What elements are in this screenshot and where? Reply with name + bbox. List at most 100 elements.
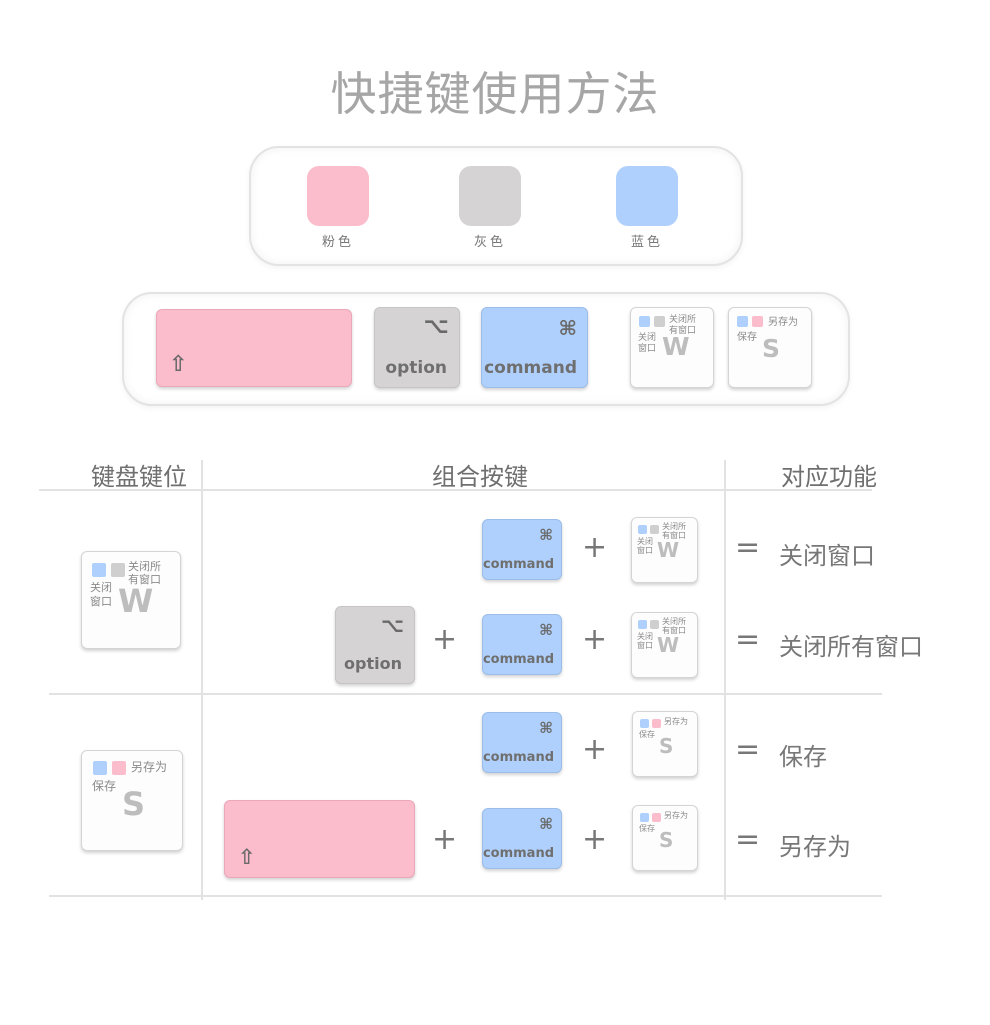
s-key-top-label: 另存为 <box>664 811 688 820</box>
blue-marker-icon <box>638 525 647 534</box>
w-key-letter: W <box>657 538 680 562</box>
w-key-side-label-2: 窗口 <box>637 641 653 650</box>
row2-option-key: ⌥ option <box>335 606 415 684</box>
s-key-top-label: 另存为 <box>131 760 168 774</box>
w-key-side-label: 关闭 <box>637 632 653 641</box>
command-label: command <box>484 358 577 378</box>
header-function: 对应功能 <box>781 463 877 491</box>
command-key: ⌘ command <box>481 307 588 388</box>
column-divider-2 <box>724 460 726 900</box>
w-key-side-label: 关闭 <box>90 581 112 594</box>
w-key-top-label-2: 有窗口 <box>662 626 686 635</box>
row4-command-key: ⌘ command <box>482 808 562 869</box>
shift-icon: ⇧ <box>238 845 256 869</box>
pink-marker-icon <box>112 761 126 775</box>
s-key-letter: S <box>762 334 781 363</box>
command-icon: ⌘ <box>539 621 553 639</box>
swatch-pink <box>307 166 369 226</box>
row1-command-key: ⌘ command <box>482 519 562 580</box>
plus-sign: + <box>582 732 608 767</box>
w-key-top-label: 关闭所 <box>128 560 161 573</box>
blue-marker-icon <box>92 563 106 577</box>
command-label: command <box>482 846 554 861</box>
row2-w-key: 关闭所 有窗口 关闭 窗口 W <box>631 612 698 678</box>
w-key-side-label-2: 窗口 <box>638 344 657 354</box>
w-key-large: 关闭所 有窗口 关闭 窗口 W <box>81 551 181 649</box>
function-close-all-windows: 关闭所有窗口 <box>779 633 923 661</box>
command-icon: ⌘ <box>539 526 553 544</box>
row4-s-key: 另存为 保存 S <box>632 805 698 871</box>
s-key-large: 另存为 保存 S <box>81 750 183 851</box>
pink-marker-icon <box>752 316 763 327</box>
option-key: ⌥ option <box>374 307 460 388</box>
plus-sign: + <box>582 822 608 857</box>
w-key-top-label-2: 有窗口 <box>662 531 686 540</box>
w-key-top-label: 关闭所 <box>662 522 686 531</box>
s-key: 另存为 保存 S <box>728 307 812 388</box>
plus-sign: + <box>432 622 458 657</box>
blue-marker-icon <box>639 316 650 327</box>
row3-command-key: ⌘ command <box>482 712 562 773</box>
plus-sign: + <box>582 622 608 657</box>
swatch-label-gray: 灰色 <box>473 235 506 250</box>
row2-command-key: ⌘ command <box>482 614 562 675</box>
swatch-label-blue: 蓝色 <box>630 235 663 250</box>
blue-marker-icon <box>737 316 748 327</box>
w-key-letter: W <box>662 332 690 361</box>
w-key-top-label-2: 有窗口 <box>128 573 161 586</box>
w-key-letter: W <box>657 633 680 657</box>
swatch-blue <box>616 166 678 226</box>
header-divider <box>39 489 872 491</box>
function-save: 保存 <box>779 743 827 771</box>
s-key-side-label: 保存 <box>92 779 117 793</box>
blue-marker-icon <box>93 761 107 775</box>
column-divider-1 <box>201 460 203 900</box>
command-label: command <box>482 652 554 667</box>
header-combination: 组合按键 <box>432 463 528 491</box>
command-label: command <box>482 557 554 572</box>
equals-sign: = <box>735 622 761 657</box>
blue-marker-icon <box>640 719 649 728</box>
equals-sign: = <box>735 822 761 857</box>
command-icon: ⌘ <box>539 719 553 737</box>
shift-icon: ⇧ <box>169 352 188 377</box>
row-divider <box>49 693 882 695</box>
s-key-side-label: 保存 <box>639 824 655 833</box>
command-label: command <box>482 750 554 765</box>
option-label: option <box>385 358 447 378</box>
gray-marker-icon <box>650 525 659 534</box>
row3-s-key: 另存为 保存 S <box>632 711 698 777</box>
w-key-side-label: 关闭 <box>638 333 657 343</box>
shift-key: ⇧ <box>156 309 352 387</box>
blue-marker-icon <box>640 813 649 822</box>
w-key: 关闭所 有窗口 关闭 窗口 W <box>630 307 714 388</box>
s-key-letter: S <box>122 785 146 823</box>
option-icon: ⌥ <box>423 314 449 339</box>
s-key-letter: S <box>659 828 674 852</box>
command-icon: ⌘ <box>558 316 577 340</box>
blue-marker-icon <box>638 620 647 629</box>
s-key-side-label: 保存 <box>639 730 655 739</box>
w-key-side-label-2: 窗口 <box>637 546 653 555</box>
gray-marker-icon <box>654 316 665 327</box>
s-key-side-label: 保存 <box>737 332 757 343</box>
s-key-top-label: 另存为 <box>768 317 798 328</box>
plus-sign: + <box>582 530 608 565</box>
command-icon: ⌘ <box>539 815 553 833</box>
option-label: option <box>344 654 402 673</box>
equals-sign: = <box>735 732 761 767</box>
gray-marker-icon <box>111 563 125 577</box>
pink-marker-icon <box>652 813 661 822</box>
gray-marker-icon <box>650 620 659 629</box>
w-key-top-label: 关闭所 <box>669 315 697 325</box>
w-key-side-label-2: 窗口 <box>90 595 112 608</box>
bottom-divider <box>49 895 882 897</box>
s-key-letter: S <box>659 734 674 758</box>
plus-sign: + <box>432 822 458 857</box>
w-key-side-label: 关闭 <box>637 537 653 546</box>
swatch-label-pink: 粉色 <box>321 235 354 250</box>
row1-w-key: 关闭所 有窗口 关闭 窗口 W <box>631 517 698 583</box>
function-save-as: 另存为 <box>779 833 851 861</box>
pink-marker-icon <box>652 719 661 728</box>
option-icon: ⌥ <box>380 613 404 637</box>
